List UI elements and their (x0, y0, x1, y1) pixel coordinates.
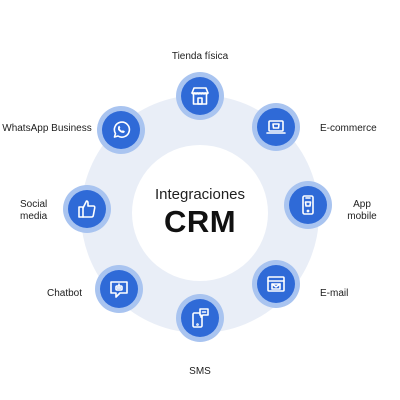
label-app-mobile: App mobile (342, 199, 382, 223)
label-social-media: Social media (20, 199, 60, 223)
node-whatsapp-inner (102, 111, 140, 149)
mobile-app-icon (296, 193, 320, 217)
label-social-media-text: Social media (20, 199, 48, 222)
node-sms (176, 294, 224, 342)
label-whatsapp-text: WhatsApp Business (2, 123, 92, 134)
node-chatbot (95, 265, 143, 313)
label-ecommerce: E-commerce (320, 123, 377, 134)
node-social-media (63, 185, 111, 233)
node-ecommerce-inner (257, 108, 295, 146)
node-app-mobile (284, 181, 332, 229)
whatsapp-icon (109, 118, 133, 142)
node-chatbot-inner (100, 270, 138, 308)
label-app-mobile-text: App mobile (347, 199, 377, 222)
node-ecommerce (252, 103, 300, 151)
node-social-media-inner (68, 190, 106, 228)
node-store (176, 72, 224, 120)
label-email: E-mail (320, 288, 349, 299)
node-whatsapp (97, 106, 145, 154)
store-icon (188, 84, 212, 108)
label-whatsapp: WhatsApp Business (2, 123, 92, 135)
sms-icon (188, 306, 212, 330)
label-sms: SMS (189, 366, 211, 377)
center-brand: CRM (163, 204, 237, 239)
ecommerce-laptop-icon (264, 115, 288, 139)
label-chatbot: Chatbot (46, 288, 82, 299)
node-sms-inner (181, 299, 219, 337)
label-store: Tienda física (171, 51, 229, 62)
node-email-inner (257, 265, 295, 303)
chatbot-icon (107, 277, 131, 301)
thumbs-up-icon (75, 197, 99, 221)
center-title: Integraciones (154, 186, 246, 203)
email-icon (264, 272, 288, 296)
node-email (252, 260, 300, 308)
node-store-inner (181, 77, 219, 115)
center-circle (132, 145, 268, 281)
node-app-mobile-inner (289, 186, 327, 224)
